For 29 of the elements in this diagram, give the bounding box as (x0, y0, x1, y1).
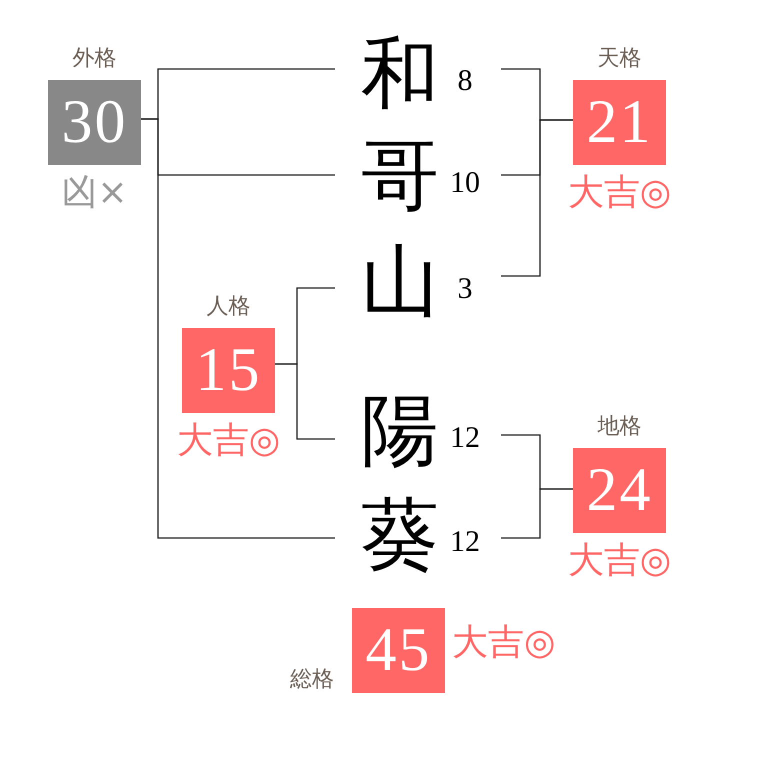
fortune-verdict: 大吉◎ (568, 175, 672, 211)
score-box: 30 (48, 80, 141, 165)
connector-line (141, 118, 335, 539)
name-character: 哥 (361, 137, 439, 215)
name-character: 陽 (361, 392, 439, 470)
category-label: 人格 (206, 294, 250, 320)
fortune-verdict: 大吉◎ (452, 625, 556, 661)
category-label: 外格 (72, 46, 116, 72)
category-label: 地格 (598, 414, 642, 440)
fortune-verdict: 凶× (61, 175, 128, 211)
fortune-verdict: 大吉◎ (176, 423, 280, 459)
stroke-count: 8 (456, 66, 474, 96)
category-label: 天格 (598, 46, 642, 72)
name-character: 山 (361, 243, 439, 321)
name-character: 葵 (361, 496, 439, 574)
category-label: 総格 (290, 667, 334, 693)
score-box: 45 (352, 608, 445, 693)
stroke-count: 3 (456, 274, 474, 304)
score-box: 21 (573, 80, 666, 165)
connector-line (501, 119, 573, 277)
connector-line (501, 488, 573, 539)
stroke-count: 10 (449, 168, 481, 198)
score-box: 24 (573, 448, 666, 533)
score-box: 15 (182, 328, 275, 413)
stroke-count: 12 (449, 527, 481, 557)
stroke-count: 12 (449, 423, 481, 453)
connector-line (275, 363, 335, 440)
name-character: 和 (361, 35, 439, 113)
fortune-verdict: 大吉◎ (568, 543, 672, 579)
